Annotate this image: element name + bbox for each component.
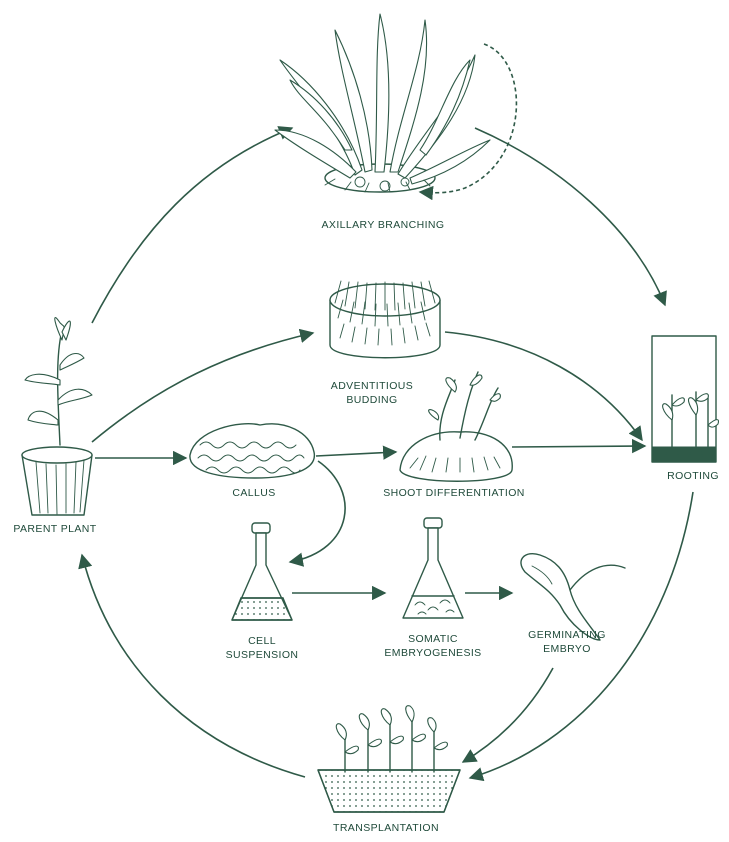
label-adventitious-line1: ADVENTITIOUS [331,380,413,392]
arrow-callus-to-suspension [290,461,345,562]
label-callus: CALLUS [232,487,275,499]
cell-suspension-flask [232,523,292,620]
arrow-germinating-to-transplantation [463,668,553,762]
label-shoot-differentiation: SHOOT DIFFERENTIATION [383,487,525,499]
label-germinating-line1: GERMINATING [528,629,606,641]
label-transplantation: TRANSPLANTATION [333,822,439,834]
label-somatic-line2: EMBRYOGENESIS [384,647,481,659]
label-germinating-line2: EMBRYO [543,643,591,655]
label-cell-line2: SUSPENSION [226,649,299,661]
axillary-branching-illustration [275,14,490,192]
arrow-callus-to-shoot [316,452,396,456]
label-adventitious-line2: BUDDING [346,394,397,406]
label-somatic-line1: SOMATIC [408,633,458,645]
arrow-adventitious-to-rooting [445,332,642,440]
arrow-axillary-to-rooting [475,128,665,305]
transplantation-illustration [318,706,460,812]
shoot-differentiation-illustration [400,372,512,481]
label-axillary-branching: AXILLARY BRANCHING [322,219,445,231]
callus-illustration [190,424,314,478]
arrow-shoot-to-rooting [512,446,645,447]
adventitious-budding-illustration [330,281,440,358]
somatic-embryogenesis-flask [403,518,463,618]
label-rooting: ROOTING [667,470,719,482]
parent-plant-illustration [22,318,92,515]
arrow-parent-to-axillary [92,128,292,323]
label-cell-line1: CELL [248,635,276,647]
germinating-embryo-illustration [521,554,625,640]
cycle-arrows [82,44,693,778]
label-parent-plant: PARENT PLANT [13,523,96,535]
rooting-illustration [652,336,719,462]
